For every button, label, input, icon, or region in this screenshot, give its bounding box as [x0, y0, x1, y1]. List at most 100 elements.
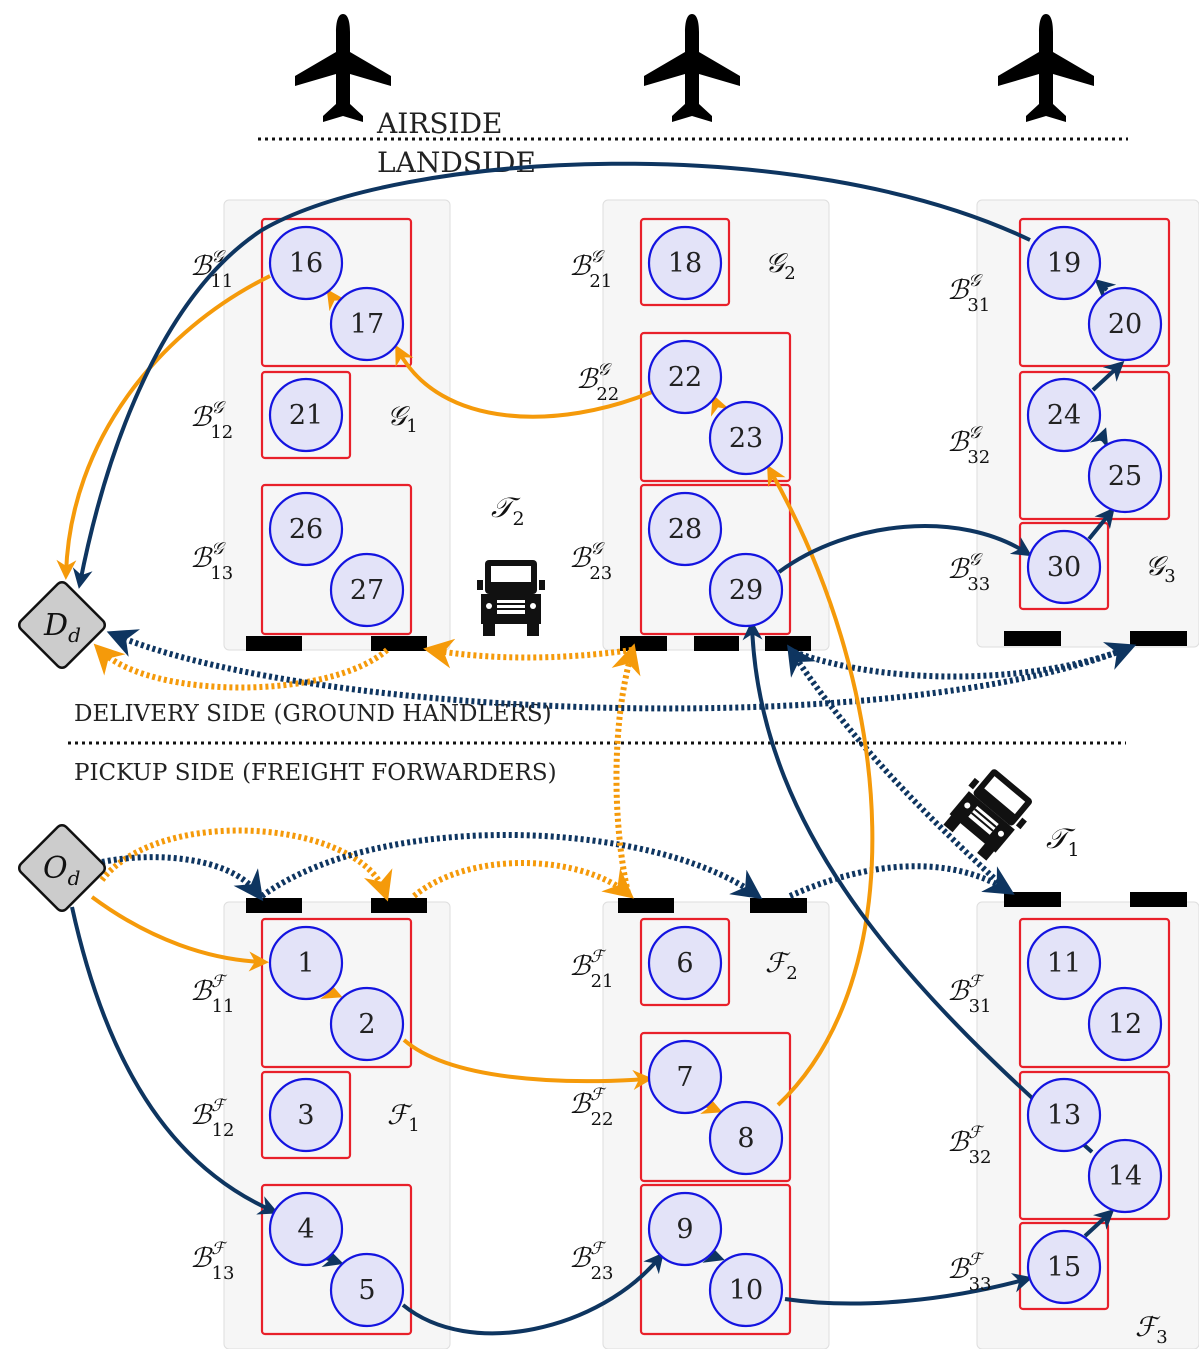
truck-move-path	[792, 642, 1137, 680]
node-10: 10	[708, 1252, 784, 1328]
route-orange-path	[326, 289, 347, 312]
node-17: 17	[329, 286, 405, 362]
route-navy-path	[784, 1273, 1033, 1306]
node-28: 28	[647, 491, 723, 567]
node-4: 4	[268, 1191, 344, 1267]
route-navy-path	[1087, 507, 1115, 541]
svg-text:7: 7	[676, 1062, 693, 1093]
route-navy-path	[742, 620, 1094, 1154]
truck-movements	[93, 629, 1137, 902]
svg-text:29: 29	[729, 575, 763, 606]
svg-text:8: 8	[737, 1123, 754, 1154]
svg-text:27: 27	[350, 575, 384, 606]
svg-text:1: 1	[297, 948, 314, 979]
svg-text:18: 18	[668, 248, 702, 279]
truck-move-path	[423, 638, 633, 669]
truck-move-path	[412, 860, 635, 899]
node-14: 14	[1087, 1138, 1163, 1214]
svg-text:19: 19	[1047, 248, 1081, 279]
pickup-side-label: PICKUP SIDE (FREIGHT FORWARDERS)	[74, 760, 557, 786]
node-19: 19	[1026, 225, 1102, 301]
svg-text:28: 28	[668, 514, 702, 545]
node-12: 12	[1087, 986, 1163, 1062]
node-25: 25	[1087, 438, 1163, 514]
route-navy-path	[70, 906, 279, 1215]
truck-move-path	[611, 643, 641, 894]
route-navy-path	[401, 1252, 664, 1336]
svg-text:11: 11	[1047, 948, 1081, 979]
route-navy-path	[1083, 1208, 1115, 1238]
svg-text:Dd: Dd	[43, 608, 81, 647]
depot-origin: Od	[17, 823, 107, 913]
node-11: 11	[1026, 925, 1102, 1001]
route-orange-path	[90, 895, 269, 972]
svg-text:Od: Od	[43, 851, 80, 890]
node-9: 9	[647, 1191, 723, 1267]
node-3: 3	[268, 1077, 344, 1153]
route-paths	[56, 161, 1125, 1336]
depot-delivery: Dd	[17, 580, 107, 670]
svg-text:17: 17	[350, 309, 384, 340]
route-navy-path	[1089, 427, 1109, 450]
delivery-side-label: DELIVERY SIDE (GROUND HANDLERS)	[74, 701, 552, 727]
route-orange-path	[710, 394, 730, 417]
route-orange-path	[56, 274, 271, 580]
svg-text:30: 30	[1047, 552, 1081, 583]
truck-move-path	[260, 832, 763, 900]
node-20: 20	[1087, 286, 1163, 362]
truck-move-path	[101, 854, 264, 902]
node-29: 29	[708, 552, 784, 628]
node-5: 5	[329, 1252, 405, 1328]
node-16: 16	[268, 225, 344, 301]
svg-text:26: 26	[289, 514, 323, 545]
node-15: 15	[1026, 1229, 1102, 1305]
truck-move-path	[99, 827, 393, 902]
svg-text:10: 10	[729, 1275, 763, 1306]
node-2: 2	[329, 986, 405, 1062]
airplane-icon	[295, 14, 391, 122]
svg-text:25: 25	[1108, 461, 1142, 492]
airplane-icon	[644, 14, 740, 122]
airside-label: AIRSIDE	[376, 107, 503, 140]
node-24: 24	[1026, 377, 1102, 453]
svg-text:23: 23	[729, 423, 763, 454]
node-6: 6	[647, 925, 723, 1001]
node-21: 21	[268, 377, 344, 453]
node-22: 22	[647, 339, 723, 415]
svg-text:14: 14	[1108, 1161, 1142, 1192]
route-orange-path	[402, 1038, 653, 1090]
truck-move-path	[788, 863, 1015, 899]
svg-text:16: 16	[289, 248, 323, 279]
route-navy-path	[1094, 279, 1117, 300]
node-26: 26	[268, 491, 344, 567]
svg-text:21: 21	[289, 400, 323, 431]
